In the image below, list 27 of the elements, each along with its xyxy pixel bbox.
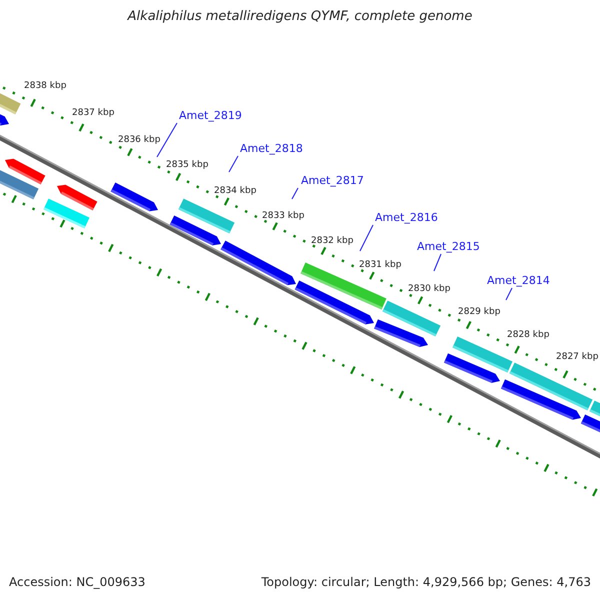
leader-line: [360, 224, 374, 252]
map-title: Alkaliphilus metalliredigens QYMF, complete genome: [126, 9, 474, 25]
gene-label: Amet_2818: [240, 142, 303, 156]
gene-label: Amet_2819: [179, 109, 242, 123]
leader-line: [228, 156, 238, 172]
leader-line: [434, 254, 442, 272]
gene-label: Amet_2817: [301, 174, 364, 188]
leader-line: [292, 188, 298, 200]
position-label: 2830 kbp: [408, 284, 450, 295]
gene-label: Amet_2814: [487, 274, 550, 288]
position-label: 2837 kbp: [72, 108, 114, 119]
accession-label: Accession: NC_009633: [9, 575, 146, 590]
gene-label: Amet_2815: [417, 240, 480, 254]
position-label: 2831 kbp: [359, 260, 402, 271]
position-label: 2835 kbp: [166, 160, 208, 171]
position-label: 2829 kbp: [458, 307, 500, 318]
position-label: 2827 kbp: [556, 352, 598, 363]
position-label: 2828 kbp: [507, 330, 550, 341]
position-label: 2832 kbp: [311, 236, 354, 247]
genome-summary: Topology: circular; Length: 4,929,566 bp; Genes: 4,763: [261, 575, 591, 590]
position-label: 2833 kbp: [262, 211, 304, 222]
gene-label: Amet_2816: [375, 211, 438, 225]
leader-line: [506, 288, 512, 300]
leader-line: [156, 122, 178, 158]
position-label: 2836 kbp: [118, 135, 160, 146]
position-label: 2838 kbp: [24, 81, 66, 92]
position-label: 2834 kbp: [214, 186, 256, 197]
